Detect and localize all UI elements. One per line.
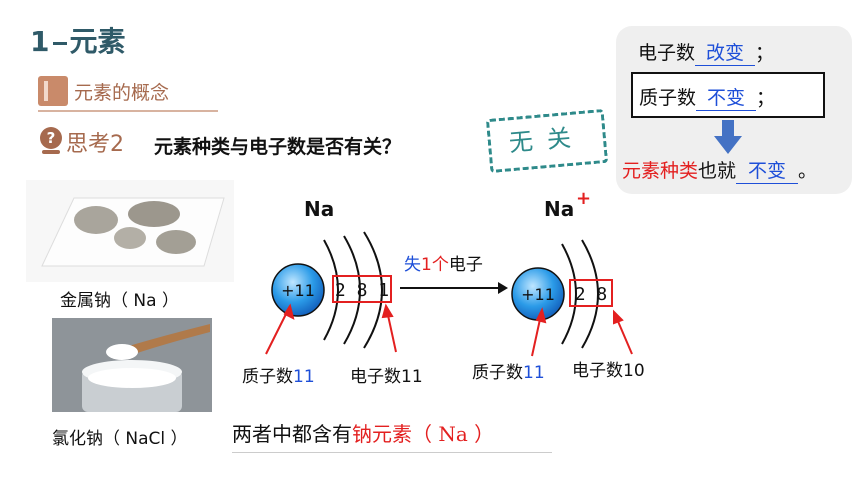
na-electron-shells: [323, 231, 383, 349]
title-underline: [53, 20, 68, 45]
pointer-arrows: [265, 303, 633, 357]
caption-sodium: 金属钠（ Na ）: [60, 291, 179, 311]
na-nucleus: [271, 263, 325, 317]
page-title: 1 元素: [30, 20, 126, 60]
answer-electrons: 改变: [695, 38, 756, 66]
naplus-label: Na: [544, 197, 574, 221]
reaction-arrowhead: [498, 282, 508, 294]
electron-count-naplus: 电子数10: [572, 361, 645, 381]
sodium-metal-photo: [26, 180, 234, 282]
question-bulb-icon: ?: [40, 127, 62, 154]
proton-count-naplus: 质子数11: [472, 363, 545, 383]
answer-protons: 不变: [696, 83, 757, 111]
atom-structure-diagram: Na Na + +11 2 8 1 失1个电子 +11 2 8 质子数11 电子…: [242, 188, 645, 387]
naplus-nucleus-charge: +11: [521, 285, 555, 304]
sodium-element-text: 钠元素: [352, 422, 412, 446]
panel-row-protons: 质子数不变；: [639, 83, 775, 111]
na-label: Na: [304, 197, 334, 221]
concept-label-text: 元素的概念: [74, 82, 170, 104]
down-arrow-icon: [714, 120, 742, 154]
lose-electron-text: 失1个电子: [404, 255, 483, 275]
concept-underline: [38, 110, 218, 112]
sodium-chloride-photo: [52, 318, 212, 412]
naplus-superscript: +: [576, 188, 591, 209]
title-text: 元素: [69, 25, 126, 58]
panel-row-electrons: 电子数改变；: [638, 38, 774, 66]
na-electron-config: 2 8 1: [335, 280, 389, 301]
proton-highlight-box: 质子数不变；: [631, 72, 825, 118]
caption-sodium-chloride: 氯化钠（ NaCl ）: [52, 429, 188, 449]
conclusion-panel: 电子数改变； 质子数不变； 元素种类也就不变。: [616, 26, 852, 194]
naplus-electron-shells: [561, 239, 599, 349]
answer-element: 不变: [736, 156, 799, 184]
na-nucleus-charge: +11: [281, 281, 315, 300]
bottom-conclusion: 两者中都含有钠元素（ Na ）: [232, 418, 552, 453]
sodium-symbol-text: （ Na ）: [412, 422, 495, 446]
svg-text:?: ?: [47, 129, 56, 147]
book-icon: [38, 76, 68, 106]
panel-row-conclusion: 元素种类也就不变。: [622, 156, 817, 184]
title-number: 1: [30, 25, 50, 58]
answer-stamp: 无关: [485, 108, 609, 174]
naplus-electron-config: 2 8: [575, 284, 608, 305]
electron-count-na: 电子数11: [350, 367, 423, 387]
think-label-text: 思考2: [66, 132, 124, 157]
proton-count-na: 质子数11: [242, 367, 315, 387]
question-text: 元素种类与电子数是否有关？: [154, 136, 402, 158]
na-shell-box: [332, 275, 392, 303]
naplus-shell-box: [569, 279, 613, 307]
